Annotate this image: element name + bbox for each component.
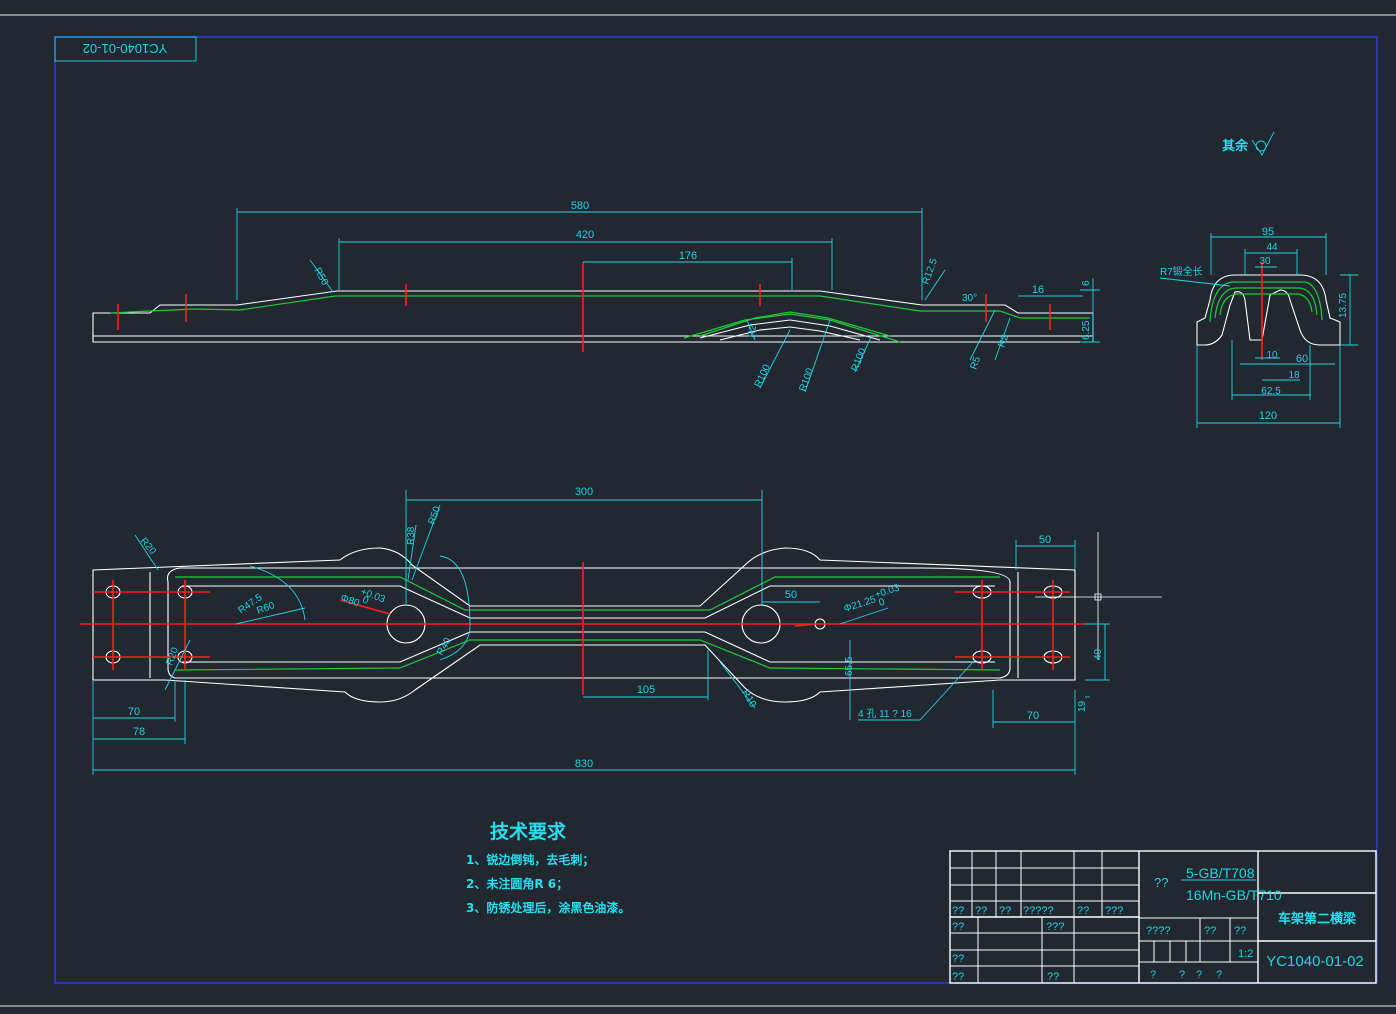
dim-105: 105	[637, 684, 655, 696]
tb-cell-f: ??	[1047, 971, 1059, 983]
dim-r2-side: R2	[996, 333, 1011, 349]
dim-r100-a: R100	[753, 363, 773, 390]
tb-row-label-6: ???	[1105, 905, 1123, 917]
dim-95: 95	[1262, 226, 1274, 238]
dim-78: 78	[133, 726, 145, 738]
tb-cell-e: ??	[1234, 925, 1246, 937]
dim-176: 176	[679, 250, 697, 262]
tb-row-label-2: ??	[975, 905, 987, 917]
dim-50-holes: 50	[785, 589, 797, 601]
tb-part-name: 车架第二横梁	[1278, 911, 1357, 927]
tb-mark-4: ?	[1216, 969, 1222, 981]
dim-r10: R10	[739, 688, 758, 710]
tech-requirement-2: 2、未注圆角R 6；	[466, 876, 568, 891]
tb-row-label-5: ??	[1077, 905, 1089, 917]
tb-material-prefix: ??	[1154, 875, 1168, 890]
dim-r50-plan: R50	[426, 505, 443, 526]
tb-cell-d: ??	[1204, 925, 1216, 937]
dim-16: 16	[1032, 284, 1044, 296]
dim-r40: R40	[435, 636, 454, 658]
tb-row-label-1: ??	[952, 905, 964, 917]
roughness-label: 其余	[1222, 138, 1249, 154]
dim-70-left: 70	[128, 706, 140, 718]
tech-requirement-1: 1、锐边倒钝，去毛刺；	[466, 852, 594, 867]
dim-4-holes: 4 孔 11 ? 16	[858, 708, 912, 720]
dim-40: 40	[1093, 648, 1104, 660]
dim-phi80: Φ80	[339, 592, 361, 609]
tb-drawing-no: YC1040-01-02	[1266, 953, 1364, 970]
dim-70-right: 70	[1027, 710, 1039, 722]
dim-420: 420	[576, 229, 594, 241]
roughness-icon	[1251, 131, 1275, 156]
dim-r20-top: R20	[138, 536, 159, 557]
code-box	[54, 36, 197, 62]
dim-580: 580	[571, 200, 589, 212]
dim-13-75: 13.75	[1338, 293, 1349, 318]
dim-62-5: 62.5	[1261, 386, 1281, 397]
dim-60: 60	[1296, 353, 1308, 365]
dim-830: 830	[575, 758, 593, 770]
dim-10: 10	[1266, 350, 1278, 361]
dim-phi80-tol-low: 0	[361, 594, 370, 606]
dim-30: 30	[1259, 256, 1271, 267]
tb-scale: 1:2	[1238, 948, 1253, 960]
tb-cell-c: ????	[1146, 925, 1170, 937]
dim-r100-c: R100	[850, 346, 869, 373]
tb-material-line2: 16Mn-GB/T710	[1186, 887, 1282, 903]
dim-19: 19	[1077, 700, 1088, 712]
tb-cell-a: ??	[952, 921, 964, 933]
tb-cell-b: ???	[1046, 921, 1064, 933]
dim-300: 300	[575, 486, 593, 498]
dim-50-end: 50	[1039, 534, 1051, 546]
tb-row-label-3: ??	[999, 905, 1011, 917]
dim-r5: R5	[968, 355, 983, 371]
side-view	[92, 208, 1100, 393]
dim-r100-b: R100	[797, 366, 816, 393]
dim-phi21-tol-low: 0	[878, 597, 887, 609]
tb-cell-h: ??	[952, 971, 964, 983]
tb-material-line1: 5-GB/T708	[1186, 865, 1255, 881]
tb-cell-g: ??	[952, 953, 964, 965]
dim-30deg: 30°	[962, 293, 977, 304]
dim-6: 6	[1081, 280, 1092, 286]
dim-r2-side-b: R2	[746, 324, 759, 339]
tb-mark-2: ?	[1179, 969, 1185, 981]
title-block	[949, 850, 1377, 984]
dim-6-25: 6.25	[1081, 320, 1092, 340]
tb-mark-3: ?	[1196, 969, 1202, 981]
tb-mark-1: ?	[1150, 969, 1156, 981]
dim-phi21-25: Φ21.25	[843, 594, 878, 615]
tech-requirement-3: 3、防锈处理后，涂黑色油漆。	[466, 900, 630, 915]
dim-44: 44	[1266, 242, 1278, 253]
dim-120: 120	[1259, 410, 1277, 422]
dim-65-5: 65.5	[844, 656, 855, 676]
code-box-text: YC1040-01-02	[83, 41, 168, 56]
drawing-frame	[54, 36, 1378, 984]
dim-18: 18	[1288, 370, 1300, 381]
tech-requirements-title: 技术要求	[490, 820, 567, 843]
plan-view	[80, 490, 1162, 775]
dim-r38: R38	[406, 526, 417, 545]
tb-row-label-4: ?????	[1023, 905, 1054, 917]
dim-r7: R7锻全长	[1160, 265, 1203, 278]
section-view	[1159, 233, 1358, 428]
